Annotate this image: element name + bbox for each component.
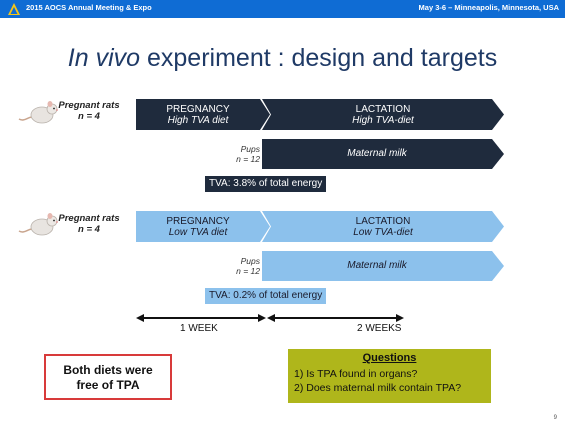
- slide-title: In vivo experiment : design and targets: [0, 44, 565, 73]
- pregnancy-low-title: PREGNANCY: [166, 216, 230, 227]
- pregnancy-low-sub: Low TVA diet: [168, 227, 228, 238]
- pups-high-line2: n = 12: [236, 154, 260, 164]
- title-rest: experiment : design and targets: [140, 44, 498, 72]
- tpa-free-note: Both diets were free of TPA: [44, 354, 172, 400]
- question-1: 1) Is TPA found in organs?: [294, 368, 418, 380]
- lactation-bar-high: [262, 99, 504, 130]
- conference-dates: May 3-6 – Minneapolis, Minnesota, USA: [418, 3, 559, 12]
- group-low-label-line1: Pregnant rats: [58, 213, 120, 224]
- pregnancy-high-text: PREGNANCY High TVA diet: [136, 104, 260, 126]
- conference-name: 2015 AOCS Annual Meeting & Expo: [26, 3, 152, 12]
- questions-box: Questions 1) Is TPA found in organs? 2) …: [288, 349, 491, 403]
- pups-low-line1: Pups: [240, 256, 260, 266]
- group-low-label-line2: n = 4: [78, 224, 100, 235]
- lactation-high-sub: High TVA-diet: [352, 115, 414, 126]
- maternal-milk-high: Maternal milk: [347, 148, 407, 159]
- pups-high-line1: Pups: [240, 144, 260, 154]
- lactation-low-text: LACTATION Low TVA-diet: [272, 216, 494, 238]
- tpa-free-line2: free of TPA: [76, 378, 140, 392]
- maternal-milk-bar-low: [262, 251, 504, 281]
- group-high-label-line1: Pregnant rats: [58, 100, 120, 111]
- rat-icon: [18, 101, 58, 124]
- tva-high: TVA: 3.8% of total energy: [205, 176, 327, 192]
- pups-low-label: Pups n = 12: [216, 256, 260, 276]
- lactation-low-title: LACTATION: [355, 216, 411, 227]
- tva-low: TVA: 0.2% of total energy: [205, 288, 327, 304]
- group-high-label-line2: n = 4: [78, 111, 100, 122]
- maternal-milk-bar-high: [262, 139, 504, 169]
- pregnancy-bar-high: [136, 99, 270, 130]
- pregnancy-high-title: PREGNANCY: [166, 104, 230, 115]
- lactation-bar-low: [262, 211, 504, 242]
- aocs-logo-icon: [8, 3, 20, 15]
- lactation-high-text: LACTATION High TVA-diet: [272, 104, 494, 126]
- group-low-label: Pregnant rats n = 4: [58, 213, 120, 235]
- timeline-week1: 1 WEEK: [180, 323, 218, 334]
- question-2: 2) Does maternal milk contain TPA?: [294, 382, 462, 394]
- group-high-label: Pregnant rats n = 4: [58, 100, 120, 122]
- lactation-high-title: LACTATION: [355, 104, 411, 115]
- pregnancy-bar-low: [136, 211, 270, 242]
- timeline-arrows: [136, 314, 404, 322]
- pregnancy-high-sub: High TVA diet: [167, 115, 229, 126]
- title-italic: In vivo: [67, 44, 141, 72]
- header-bar: 2015 AOCS Annual Meeting & Expo May 3-6 …: [0, 0, 565, 18]
- tpa-free-line1: Both diets were: [63, 363, 153, 377]
- maternal-milk-low: Maternal milk: [347, 260, 407, 271]
- questions-title: Questions: [362, 352, 417, 364]
- pups-high-label: Pups n = 12: [216, 144, 260, 164]
- pups-low-line2: n = 12: [236, 266, 260, 276]
- rat-icon: [18, 213, 58, 236]
- page-number: 9: [553, 415, 557, 421]
- lactation-low-sub: Low TVA-diet: [353, 227, 413, 238]
- pregnancy-low-text: PREGNANCY Low TVA diet: [136, 216, 260, 238]
- timeline-week2: 2 WEEKS: [357, 323, 402, 334]
